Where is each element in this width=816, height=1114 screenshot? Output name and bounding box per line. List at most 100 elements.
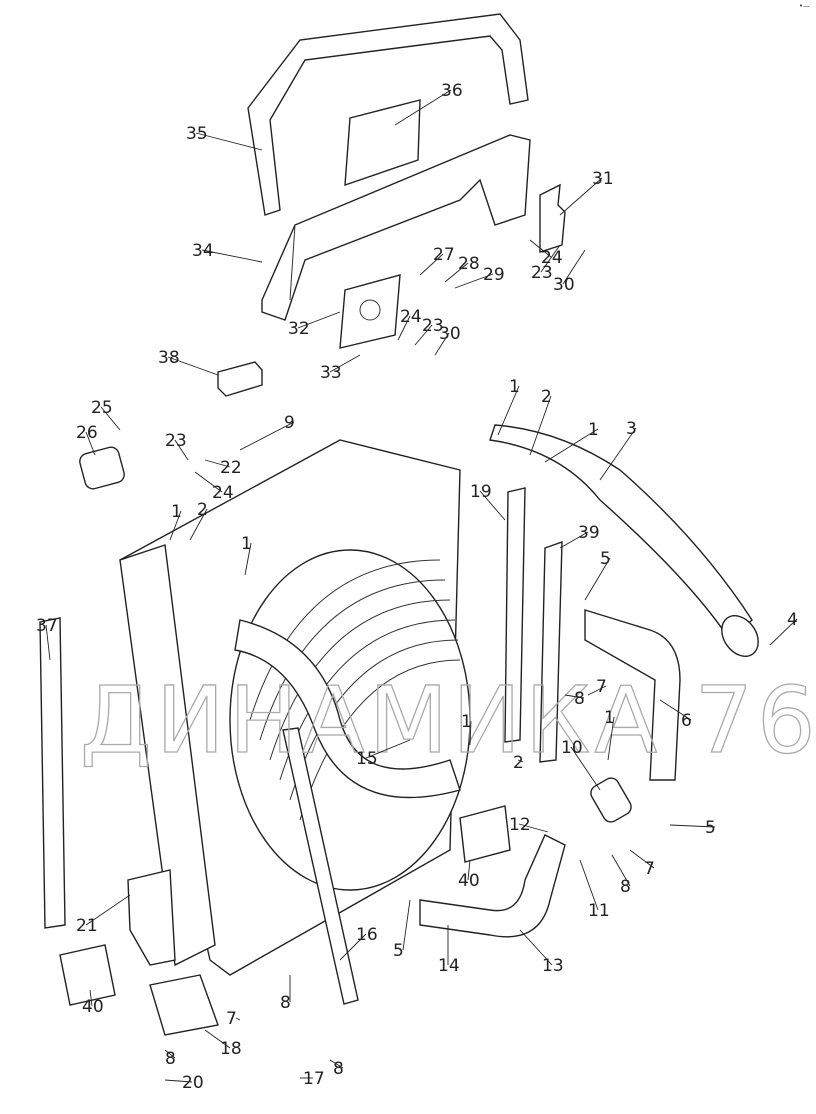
callout-number: 4 [787,610,798,630]
part-19-strip [504,487,526,743]
part-26-box [79,446,125,490]
callout-number: 19 [470,482,492,502]
leader-line [562,249,586,285]
callout-11: 11 [579,859,610,921]
callout-23: 23 [414,316,444,346]
callout-35: 35 [186,124,263,151]
leader-line [339,933,367,961]
leader-line [517,759,524,763]
callout-25: 25 [91,398,121,431]
callout-8: 8 [280,975,291,1013]
callout-number: 40 [458,871,480,891]
leader-line [607,716,615,761]
callout-number: 23 [422,316,444,336]
callout-17: 17 [300,1069,325,1089]
part-21-side [127,869,176,966]
callout-number: 7 [644,859,655,879]
leader-line [444,262,469,283]
callout-number: 2 [513,753,524,773]
leader-line [235,1017,241,1021]
leader-line [559,177,603,216]
part-40-pad-left [59,944,116,1006]
part-34-panel [261,134,531,321]
leader-line [414,324,433,346]
leader-line [100,406,121,431]
leader-line [519,929,553,966]
callout-40: 40 [82,989,104,1017]
callout-number: 1 [241,534,252,554]
callout-number: 1 [604,708,615,728]
leader-line [434,332,450,356]
callout-1: 1 [497,377,520,436]
callout-5: 5 [393,899,411,961]
callout-30: 30 [553,249,586,295]
leader-line [204,459,231,468]
leader-line [174,439,189,461]
callout-18: 18 [204,1029,242,1059]
callout-number: 1 [461,712,472,732]
callout-38: 38 [158,348,219,376]
leader-line [85,894,131,926]
callout-number: 2 [541,387,552,407]
callout-number: 39 [578,523,600,543]
leader-line [518,823,549,833]
callout-4: 4 [769,610,798,646]
leader-line [169,510,182,541]
callout-5: 5 [584,549,611,601]
callout-30: 30 [434,324,461,356]
callout-number: 14 [438,956,460,976]
leader-line [669,824,716,828]
callout-15: 15 [356,739,411,769]
part-38-pad [217,361,263,397]
callout-20: 20 [164,1073,204,1093]
leader-line [201,249,263,263]
leader-line [579,859,599,911]
leader-line [587,685,607,696]
callout-number: 6 [681,711,692,731]
leader-line [164,1049,176,1059]
part-36-plate [344,99,421,187]
leader-line [570,746,601,791]
callout-number: 35 [186,124,208,144]
leader-line [599,427,637,481]
callout-number: 2 [197,500,208,520]
part-39-strip [539,541,563,763]
part-15-fan-shroud [229,549,471,891]
leader-line [164,1079,193,1083]
callout-number: 8 [280,993,291,1013]
callout-8: 8 [329,1059,344,1079]
callout-number: 29 [483,265,505,285]
callout-number: 11 [588,901,610,921]
callout-1: 1 [604,708,615,761]
callout-37: 37 [36,616,58,661]
callout-number: 32 [288,319,310,339]
leader-line [297,311,341,329]
callout-3: 3 [599,419,637,481]
callout-number: 7 [596,677,607,697]
part-4-ring [721,615,759,657]
leader-line [467,859,471,881]
callout-22: 22 [204,458,242,478]
callout-6: 6 [659,699,692,731]
callout-number: 15 [356,749,378,769]
leader-line [529,395,552,456]
callout-number: 36 [441,81,463,101]
callout-number: 21 [76,916,98,936]
callout-number: 28 [458,254,480,274]
callout-26: 26 [76,423,98,456]
leader-line [419,253,444,276]
callout-number: 20 [182,1073,204,1093]
part-18-foot [149,974,219,1036]
leader-line [544,428,599,463]
callout-number: 24 [212,483,234,503]
callout-2: 2 [529,387,552,456]
callout-number: 1 [588,420,599,440]
leader-line [659,699,692,721]
leader-line [167,356,219,376]
callout-number: 33 [320,363,342,383]
callout-1: 1 [241,534,252,576]
callout-27: 27 [419,245,455,276]
callout-number: 7 [226,1009,237,1029]
